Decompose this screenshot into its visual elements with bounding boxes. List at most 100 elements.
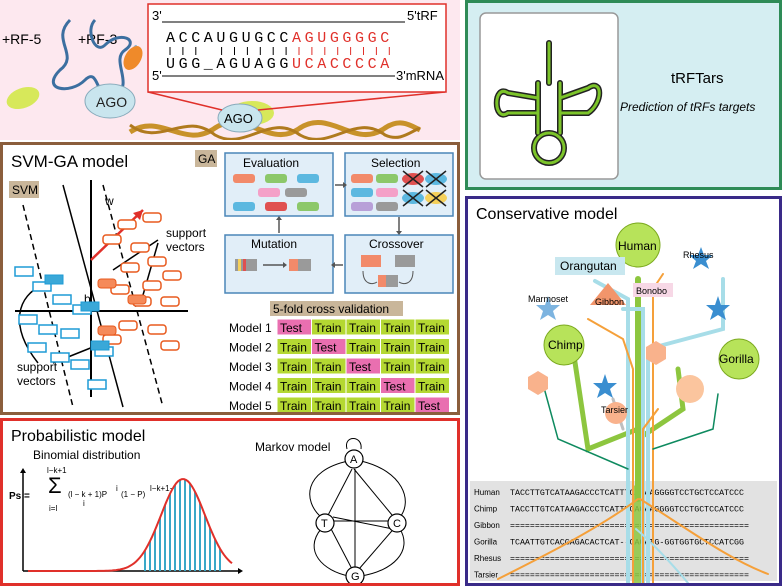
binomial-label: Binomial distribution (33, 448, 140, 462)
svm-point-positive (160, 340, 180, 351)
ga-chromosome (285, 188, 307, 197)
svm-point-positive (142, 280, 162, 291)
species-label-gorilla: Gorilla (719, 352, 754, 366)
species-label-chimp: Chimp (548, 338, 583, 352)
cv-cell (414, 338, 450, 355)
trf-mechanism-panel: +RF-5 +RF-3 AGO AGO 3' 5'tRF ACCAUGUGCCA… (0, 0, 460, 141)
species-node-gorilla (718, 338, 760, 380)
cv-cell (414, 357, 450, 375)
svg-text:(l − k + 1)P: (l − k + 1)P (68, 490, 107, 499)
cv-model-label: Model 5 (229, 399, 272, 412)
svm-ga-panel: SVM-GA model GA SVM w b support vectors … (0, 142, 460, 415)
ga-chromosome (297, 202, 319, 211)
cv-cell-label: Train (384, 399, 411, 412)
svm-point-negative (52, 294, 72, 305)
ga-chromosome (376, 188, 398, 197)
cv-title-bg (270, 301, 403, 316)
circle-node-peach (676, 375, 704, 403)
ago-label: AGO (96, 94, 127, 110)
svg-text:i: i (116, 484, 118, 493)
binomial-histogram (144, 479, 221, 571)
markov-node-label: C (393, 518, 401, 530)
cv-cell-label: Train (384, 341, 411, 355)
svm-point-negative (18, 314, 38, 325)
ps-label: Ps = (9, 491, 30, 502)
prob-title: Probabilistic model (11, 428, 145, 445)
markov-node (315, 513, 335, 533)
ga-chromosome (258, 188, 280, 197)
markov-node (344, 449, 364, 469)
markov-graph (309, 438, 406, 588)
svm-point-negative (70, 359, 90, 370)
support-vectors-label-top-2: vectors (166, 240, 205, 254)
b-label: b (84, 292, 91, 306)
support-vectors-label-top-1: support (166, 226, 207, 240)
reject-mark (425, 189, 447, 207)
ga-chromosome (361, 255, 381, 267)
svm-ga-illustration: SVM-GA model GA SVM w b support vectors … (9, 150, 454, 414)
ga-chromosome-segment (289, 259, 298, 271)
svm-point-positive (147, 256, 167, 267)
species-label-orangutan: Orangutan (560, 259, 617, 273)
species-node-chimp (543, 324, 585, 366)
trf-3prime-label: 3' (152, 8, 162, 23)
svm-point-positive (147, 324, 167, 335)
svm-point-negative (50, 352, 70, 363)
species-label-rhesus: Rhesus (683, 250, 714, 260)
cv-model-label: Model 4 (229, 380, 272, 394)
species-label-tarsier: Tarsier (601, 405, 628, 415)
svm-point-positive (162, 270, 182, 281)
ga-chromosome (233, 202, 255, 211)
w-label: w (104, 194, 114, 208)
cv-cell-label: Train (349, 321, 376, 335)
ga-arrow-select-cross-head (396, 231, 402, 235)
species-label-gibbon: Gibbon (595, 297, 624, 307)
ga-crossover-label: Crossover (369, 237, 424, 251)
svm-point-positive (160, 296, 180, 307)
ga-chromosome (265, 174, 287, 183)
svg-text:l−k+1−i: l−k+1−i (150, 484, 176, 493)
species-node-bonobo (633, 283, 673, 297)
ga-chromosome (351, 174, 373, 183)
ga-chromosome (376, 202, 398, 211)
svm-tag: SVM (12, 183, 38, 197)
species-label-bonobo: Bonobo (636, 286, 667, 296)
svm-point-positive (117, 219, 137, 230)
cv-cell (414, 377, 450, 394)
cons-title: Conservative model (476, 206, 617, 223)
alignment-bg (470, 481, 777, 581)
mutation-arrow-head (283, 262, 287, 268)
support-vectors-label-bottom-2: vectors (17, 374, 56, 388)
cv-cell-label: Train (418, 341, 445, 355)
cv-cell-label: Train (349, 399, 376, 412)
ga-chromosome-segment (378, 275, 386, 287)
cv-model-label: Model 3 (229, 360, 272, 374)
svm-support-vector-negative (90, 340, 110, 351)
species-label-marmoset: Marmoset (528, 294, 569, 304)
ga-selection-label: Selection (371, 156, 420, 170)
cv-cell-label: Train (280, 399, 307, 412)
tool-subtitle: Prediction of tRFs targets (620, 100, 755, 114)
cv-cell-label: Train (315, 321, 342, 335)
base-pair-lines (169, 47, 390, 55)
cv-cell-label: Train (349, 380, 376, 394)
cv-title: 5-fold cross validation (273, 302, 389, 316)
species-node-human (615, 222, 661, 268)
svm-support-vector-positive (97, 278, 117, 289)
reject-mark (402, 170, 424, 188)
ga-chromosome (395, 255, 415, 267)
reject-mark (425, 170, 447, 188)
probabilistic-illustration: Probabilistic model Binomial distributio… (9, 428, 407, 588)
ga-mutation-label: Mutation (251, 237, 297, 251)
mutation-mark (238, 259, 241, 271)
rf5-label: +RF-5 (2, 31, 42, 47)
markov-label: Markov model (255, 440, 330, 454)
ga-cycle: Evaluation Selection Mutation Crossover (224, 152, 454, 294)
svm-support-vector-negative (44, 274, 64, 285)
cv-cell-label: Train (349, 341, 376, 355)
margin-line-left (22, 204, 74, 408)
cv-cell (414, 318, 450, 336)
ago-bound-label: AGO (224, 111, 253, 126)
ga-arrow-mut-eval-head (276, 216, 282, 220)
svm-support-vector-positive (127, 294, 147, 305)
